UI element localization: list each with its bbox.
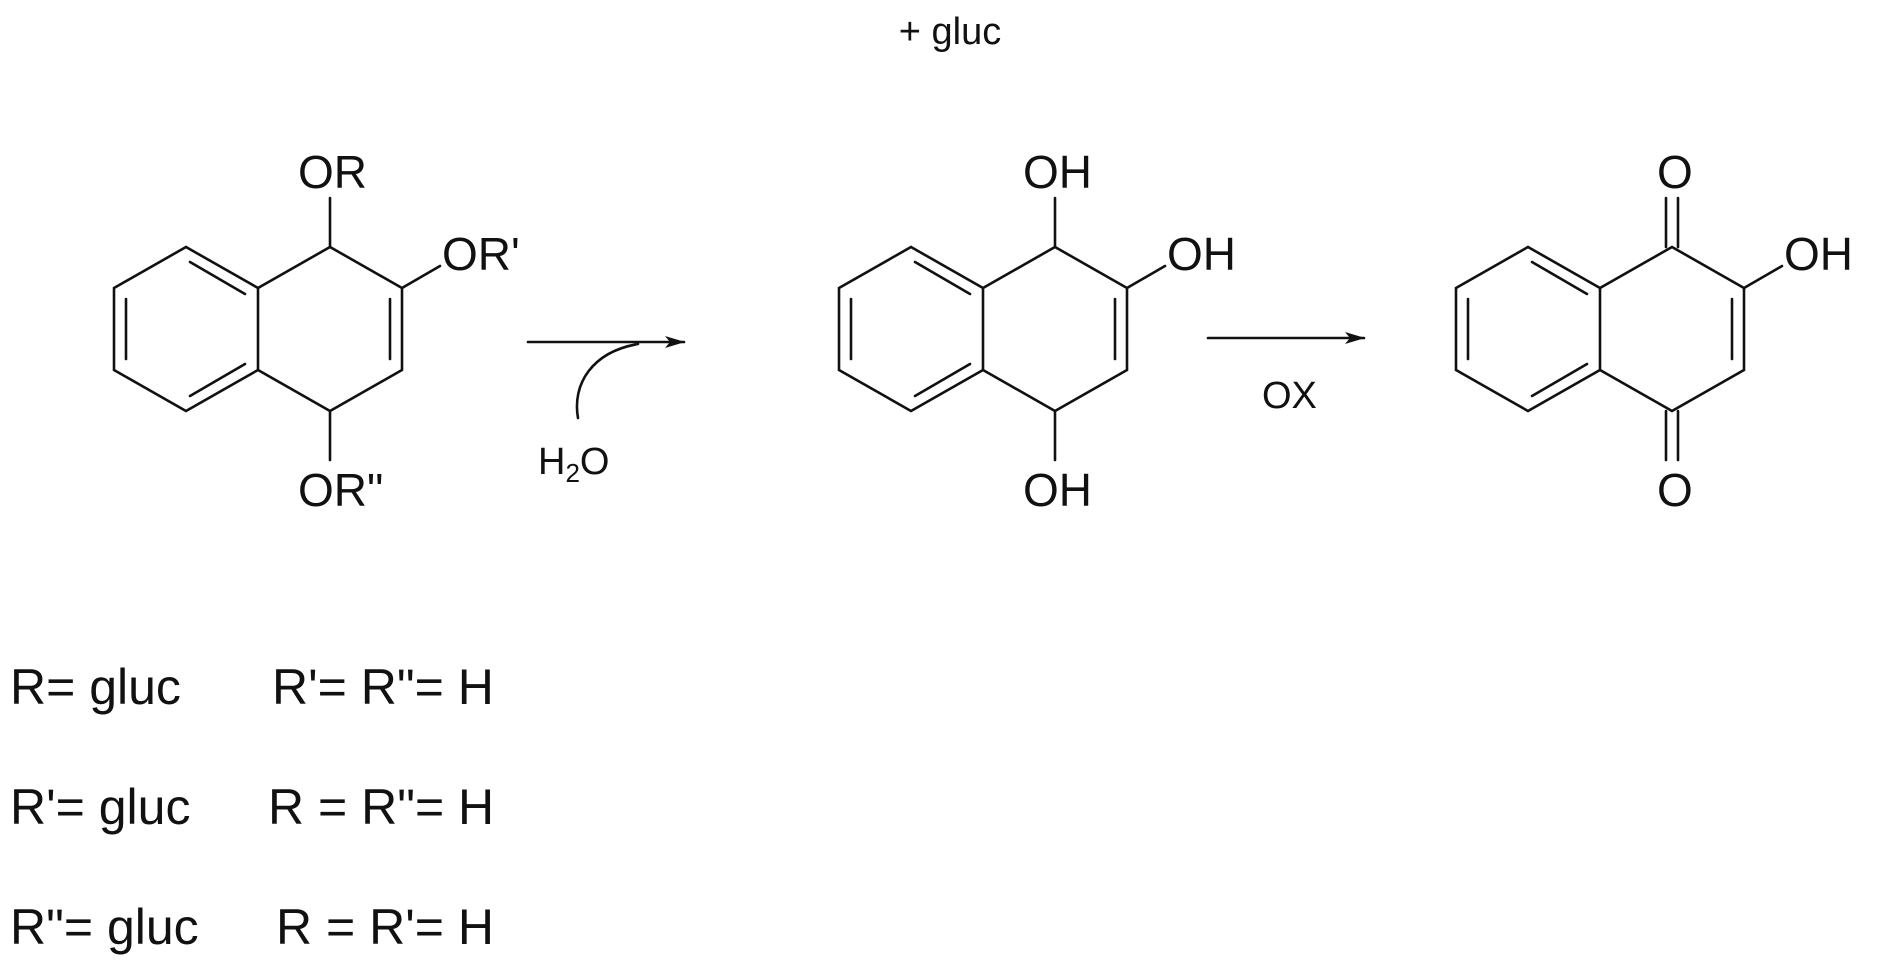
legend-row-3-second: R = R'= H (276, 899, 494, 955)
legend-row-1-second: R'= R"= H (272, 659, 494, 715)
water-h: H (538, 441, 565, 483)
intermediate-oh-bottom-label: OH (1023, 464, 1092, 516)
reagent-ox-label: OX (1262, 375, 1317, 417)
reactant-or-bottom-label: OR" (298, 464, 383, 516)
product-bonds (1454, 196, 1784, 462)
product-o-top-label: O (1657, 146, 1693, 198)
reactant-molecule: OR OR' OR" (112, 146, 520, 516)
intermediate-oh-top-label: OH (1023, 146, 1092, 198)
product-oh-side-label: OH (1784, 228, 1853, 280)
reactant-bonds (112, 196, 442, 462)
intermediate-molecule: OH OH OH (837, 146, 1236, 516)
water-subscript: 2 (565, 458, 579, 488)
intermediate-bonds (837, 196, 1167, 462)
substituent-legend: R= gluc R'= R"= H R'= gluc R = R"= H R"=… (10, 659, 494, 955)
reactant-or-side-label: OR' (442, 228, 520, 280)
legend-row-2-second: R = R"= H (268, 779, 494, 835)
product-molecule: O OH O (1454, 146, 1853, 516)
reactant-or-top-label: OR (298, 146, 367, 198)
legend-row-2-first: R'= gluc (10, 779, 190, 835)
intermediate-oh-side-label: OH (1167, 228, 1236, 280)
reagent-water-label: H2O (538, 441, 609, 488)
hydrolysis-arrow (526, 336, 686, 420)
water-o: O (580, 441, 610, 483)
product-o-bottom-label: O (1657, 464, 1693, 516)
legend-row-1-first: R= gluc (10, 659, 181, 715)
legend-row-3-first: R"= gluc (10, 899, 199, 955)
reagent-gluc-label: + gluc (899, 11, 1001, 53)
